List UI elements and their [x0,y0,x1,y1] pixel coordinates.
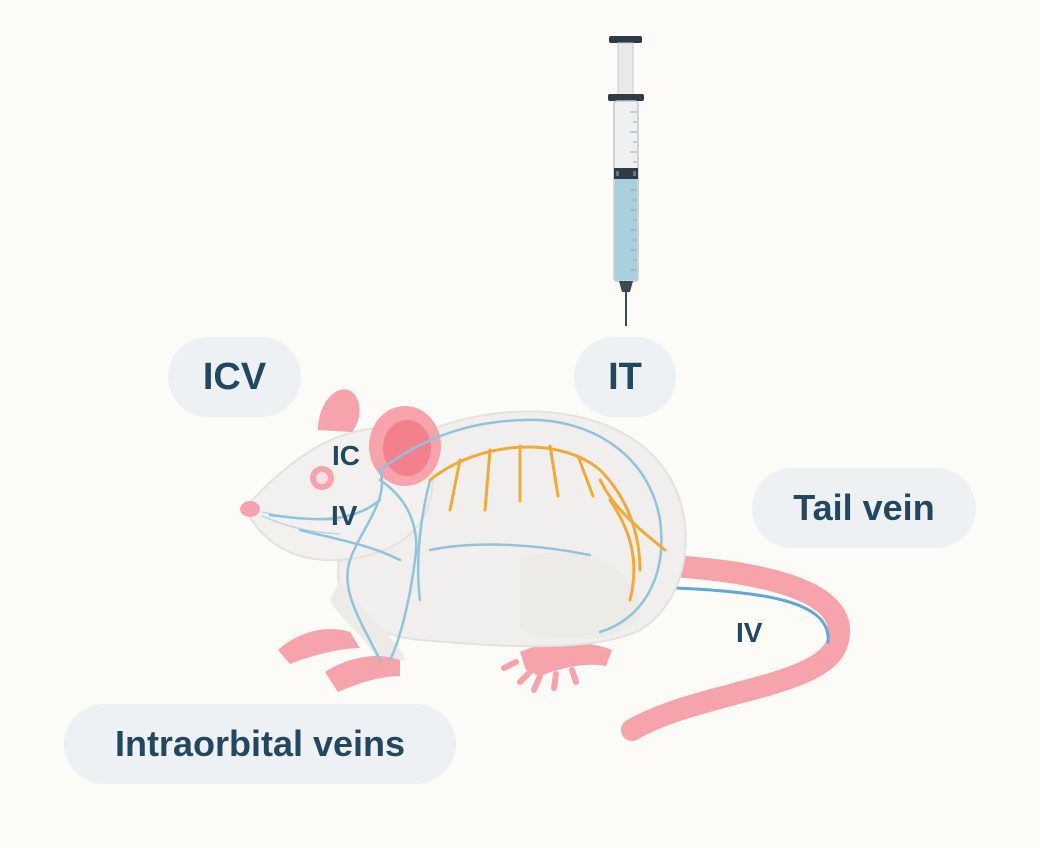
mouse-tail [621,555,851,741]
mouse-ear [318,389,441,486]
intraorbital-veins-label: Intraorbital veins [64,704,456,784]
mouse-nose [240,501,260,517]
it-label: IT [574,337,676,417]
iv-tail-label: IV [736,617,763,648]
nerves [428,444,667,602]
iv-head-label: IV [331,500,358,531]
syringe-icon [608,36,644,326]
vessels [268,418,663,662]
mouse-back-feet [501,642,612,693]
icv-label: ICV [168,337,301,417]
tail-vein-label: Tail vein [752,468,976,548]
mouse-front-feet [278,629,400,692]
ic-label: IC [332,440,360,471]
